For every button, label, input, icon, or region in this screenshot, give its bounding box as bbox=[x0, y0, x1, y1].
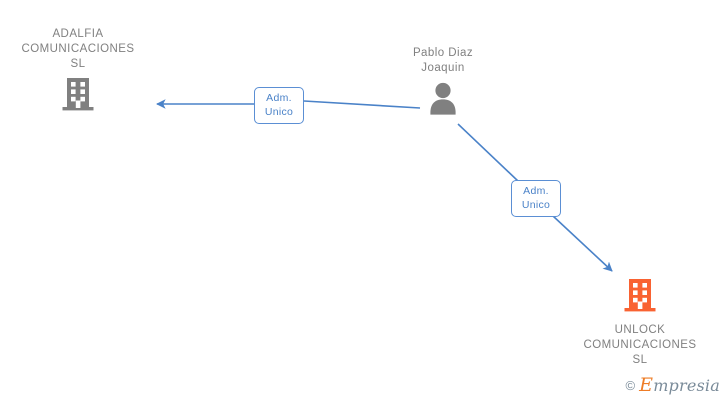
person-icon bbox=[427, 81, 459, 120]
watermark-empresia: © Empresia bbox=[626, 376, 720, 395]
building-icon bbox=[623, 277, 657, 318]
edge-label-adm-unico-unlock[interactable]: Adm. Unico bbox=[511, 180, 561, 217]
edge-label-adm-unico-adalfia[interactable]: Adm. Unico bbox=[254, 87, 304, 124]
node-company-adalfia[interactable]: ADALFIA COMUNICACIONES SL bbox=[0, 27, 158, 117]
brand-rest: mpresia bbox=[653, 376, 720, 395]
node-person-pablo-diaz-joaquin[interactable]: Pablo Diaz Joaquin bbox=[363, 46, 523, 120]
node-label-person: Pablo Diaz Joaquin bbox=[412, 47, 474, 74]
brand-initial: E bbox=[639, 374, 654, 396]
node-company-unlock[interactable]: UNLOCK COMUNICACIONES SL bbox=[560, 277, 720, 368]
copyright-icon: © bbox=[625, 378, 636, 393]
edge-person-to-adalfia bbox=[156, 99, 421, 109]
node-label-adalfia: ADALFIA COMUNICACIONES SL bbox=[21, 28, 135, 70]
node-label-unlock: UNLOCK COMUNICACIONES SL bbox=[583, 324, 697, 366]
brand-wordmark: Empresia bbox=[639, 376, 720, 395]
building-icon bbox=[61, 76, 95, 117]
edge-person-to-unlock bbox=[457, 123, 613, 272]
